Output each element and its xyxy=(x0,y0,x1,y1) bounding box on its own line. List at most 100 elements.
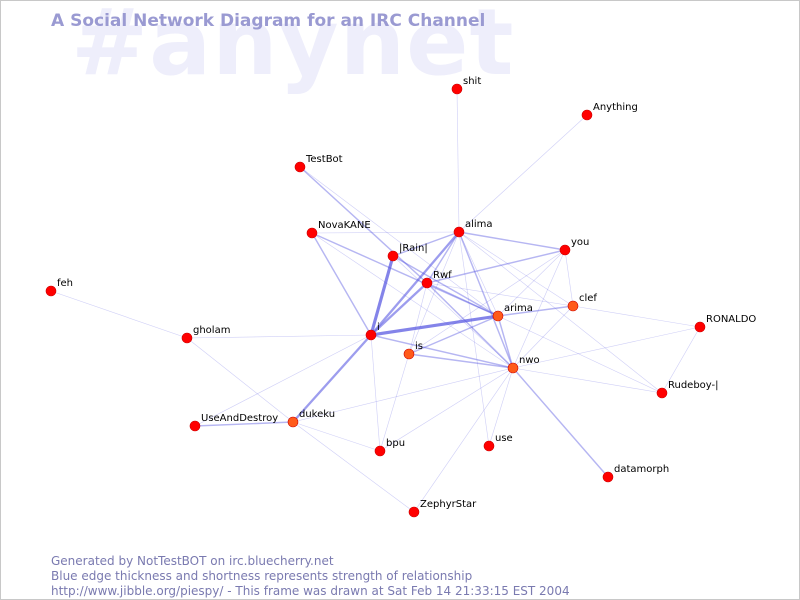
footer-generated-by: Generated by NotTestBOT on irc.bluecherr… xyxy=(51,554,334,568)
node-dot[interactable] xyxy=(559,244,571,256)
edge-i-gholam xyxy=(186,334,372,339)
edge-arima-rudeboy xyxy=(497,315,663,394)
edge-rwf-you xyxy=(426,249,566,284)
edge-rain-arima xyxy=(392,255,499,317)
edge-testbot-rwf xyxy=(299,166,428,284)
node-dot[interactable] xyxy=(387,250,399,262)
node-testbot[interactable]: TestBot xyxy=(294,154,343,173)
node-label: RONALDO xyxy=(706,314,756,325)
node-dot[interactable] xyxy=(365,329,377,341)
node-label: NovaKANE xyxy=(318,220,371,231)
edge-clef-arima xyxy=(497,305,574,317)
node-dukeku[interactable]: dukeku xyxy=(287,409,335,428)
edge-alima-i xyxy=(370,231,460,336)
node-novakane[interactable]: NovaKANE xyxy=(306,220,371,239)
node-dot[interactable] xyxy=(287,416,299,428)
node-shit[interactable]: shit xyxy=(451,76,481,95)
node-feh[interactable]: feh xyxy=(45,278,73,297)
node-dot[interactable] xyxy=(581,109,593,121)
edge-alima-novakane xyxy=(311,231,460,234)
node-dot[interactable] xyxy=(453,226,465,238)
node-rain[interactable]: |Rain| xyxy=(387,243,428,262)
node-label: TestBot xyxy=(305,154,343,165)
node-label: i xyxy=(377,322,380,333)
node-dot[interactable] xyxy=(567,300,579,312)
edge-you-clef xyxy=(564,249,574,307)
node-dot[interactable] xyxy=(451,83,463,95)
node-dot[interactable] xyxy=(656,387,668,399)
node-label: shit xyxy=(463,76,481,87)
edge-rain-i xyxy=(369,255,395,336)
edge-rwf-nwo xyxy=(426,282,514,369)
node-dot[interactable] xyxy=(421,277,433,289)
edge-you-nwo xyxy=(512,249,566,369)
node-dot[interactable] xyxy=(181,332,193,344)
channel-watermark: #anynet xyxy=(71,0,515,96)
edge-i-dukeku xyxy=(292,334,372,423)
node-arima[interactable]: arima xyxy=(492,303,533,322)
node-use[interactable]: use xyxy=(483,433,513,452)
edge-alima-you xyxy=(458,231,566,251)
footer-legend-note: Blue edge thickness and shortness repres… xyxy=(51,569,473,583)
node-label: dukeku xyxy=(299,409,335,420)
node-dot[interactable] xyxy=(306,227,318,239)
edge-novakane-arima xyxy=(311,232,499,317)
node-label: UseAndDestroy xyxy=(201,413,278,424)
node-i[interactable]: i xyxy=(365,322,380,341)
node-label: is xyxy=(415,341,423,352)
node-is[interactable]: is xyxy=(403,341,423,360)
node-dot[interactable] xyxy=(492,310,504,322)
node-rwf[interactable]: Rwf xyxy=(421,270,452,289)
node-label: Rwf xyxy=(433,270,452,281)
node-label: ZephyrStar xyxy=(420,499,477,510)
edge-rwf-clef xyxy=(426,282,574,307)
node-dot[interactable] xyxy=(189,420,201,432)
node-you[interactable]: you xyxy=(559,237,589,256)
node-dot[interactable] xyxy=(602,471,614,483)
edge-nwo-ronaldo xyxy=(512,326,701,369)
edge-novakane-nwo xyxy=(311,232,514,369)
footer: Generated by NotTestBOT on irc.bluecherr… xyxy=(51,554,570,599)
node-nwo[interactable]: nwo xyxy=(507,355,540,374)
edge-is-nwo xyxy=(408,353,514,369)
node-anything[interactable]: Anything xyxy=(581,102,638,121)
edge-arima-nwo xyxy=(497,315,514,369)
node-useanddestroy[interactable]: UseAndDestroy xyxy=(189,413,278,432)
node-dot[interactable] xyxy=(408,506,420,518)
edge-alima-rudeboy xyxy=(458,231,663,394)
node-dot[interactable] xyxy=(694,321,706,333)
edge-alima-use xyxy=(458,231,490,447)
node-dot[interactable] xyxy=(403,348,415,360)
node-rudeboy[interactable]: Rudeboy-| xyxy=(656,380,719,399)
node-dot[interactable] xyxy=(374,445,386,457)
node-datamorph[interactable]: datamorph xyxy=(602,464,669,483)
edge-rain-nwo xyxy=(392,255,514,369)
footer-url-timestamp[interactable]: http://www.jibble.org/piespy/ - This fra… xyxy=(51,584,570,598)
node-dot[interactable] xyxy=(483,440,495,452)
node-dot[interactable] xyxy=(45,285,57,297)
node-dot[interactable] xyxy=(294,161,306,173)
node-ronaldo[interactable]: RONALDO xyxy=(694,314,756,333)
edge-rwf-is xyxy=(408,282,428,355)
node-gholam[interactable]: gholam xyxy=(181,325,230,344)
node-zephyrstar[interactable]: ZephyrStar xyxy=(408,499,477,518)
node-dot[interactable] xyxy=(507,362,519,374)
node-label: you xyxy=(571,237,589,248)
edge-i-bpu xyxy=(370,334,381,452)
node-alima[interactable]: alima xyxy=(453,219,493,238)
edge-anything-alima xyxy=(458,114,588,233)
edge-clef-nwo xyxy=(512,305,574,369)
node-label: clef xyxy=(579,293,597,304)
edge-i-nwo xyxy=(370,334,514,369)
node-bpu[interactable]: bpu xyxy=(374,438,405,457)
node-label: datamorph xyxy=(614,464,669,475)
edge-nwo-bpu xyxy=(379,367,514,452)
node-clef[interactable]: clef xyxy=(567,293,597,312)
edge-alima-rwf xyxy=(426,231,460,284)
node-label: gholam xyxy=(193,325,230,336)
edge-nwo-use xyxy=(488,367,514,447)
edge-dukeku-bpu xyxy=(292,421,381,452)
